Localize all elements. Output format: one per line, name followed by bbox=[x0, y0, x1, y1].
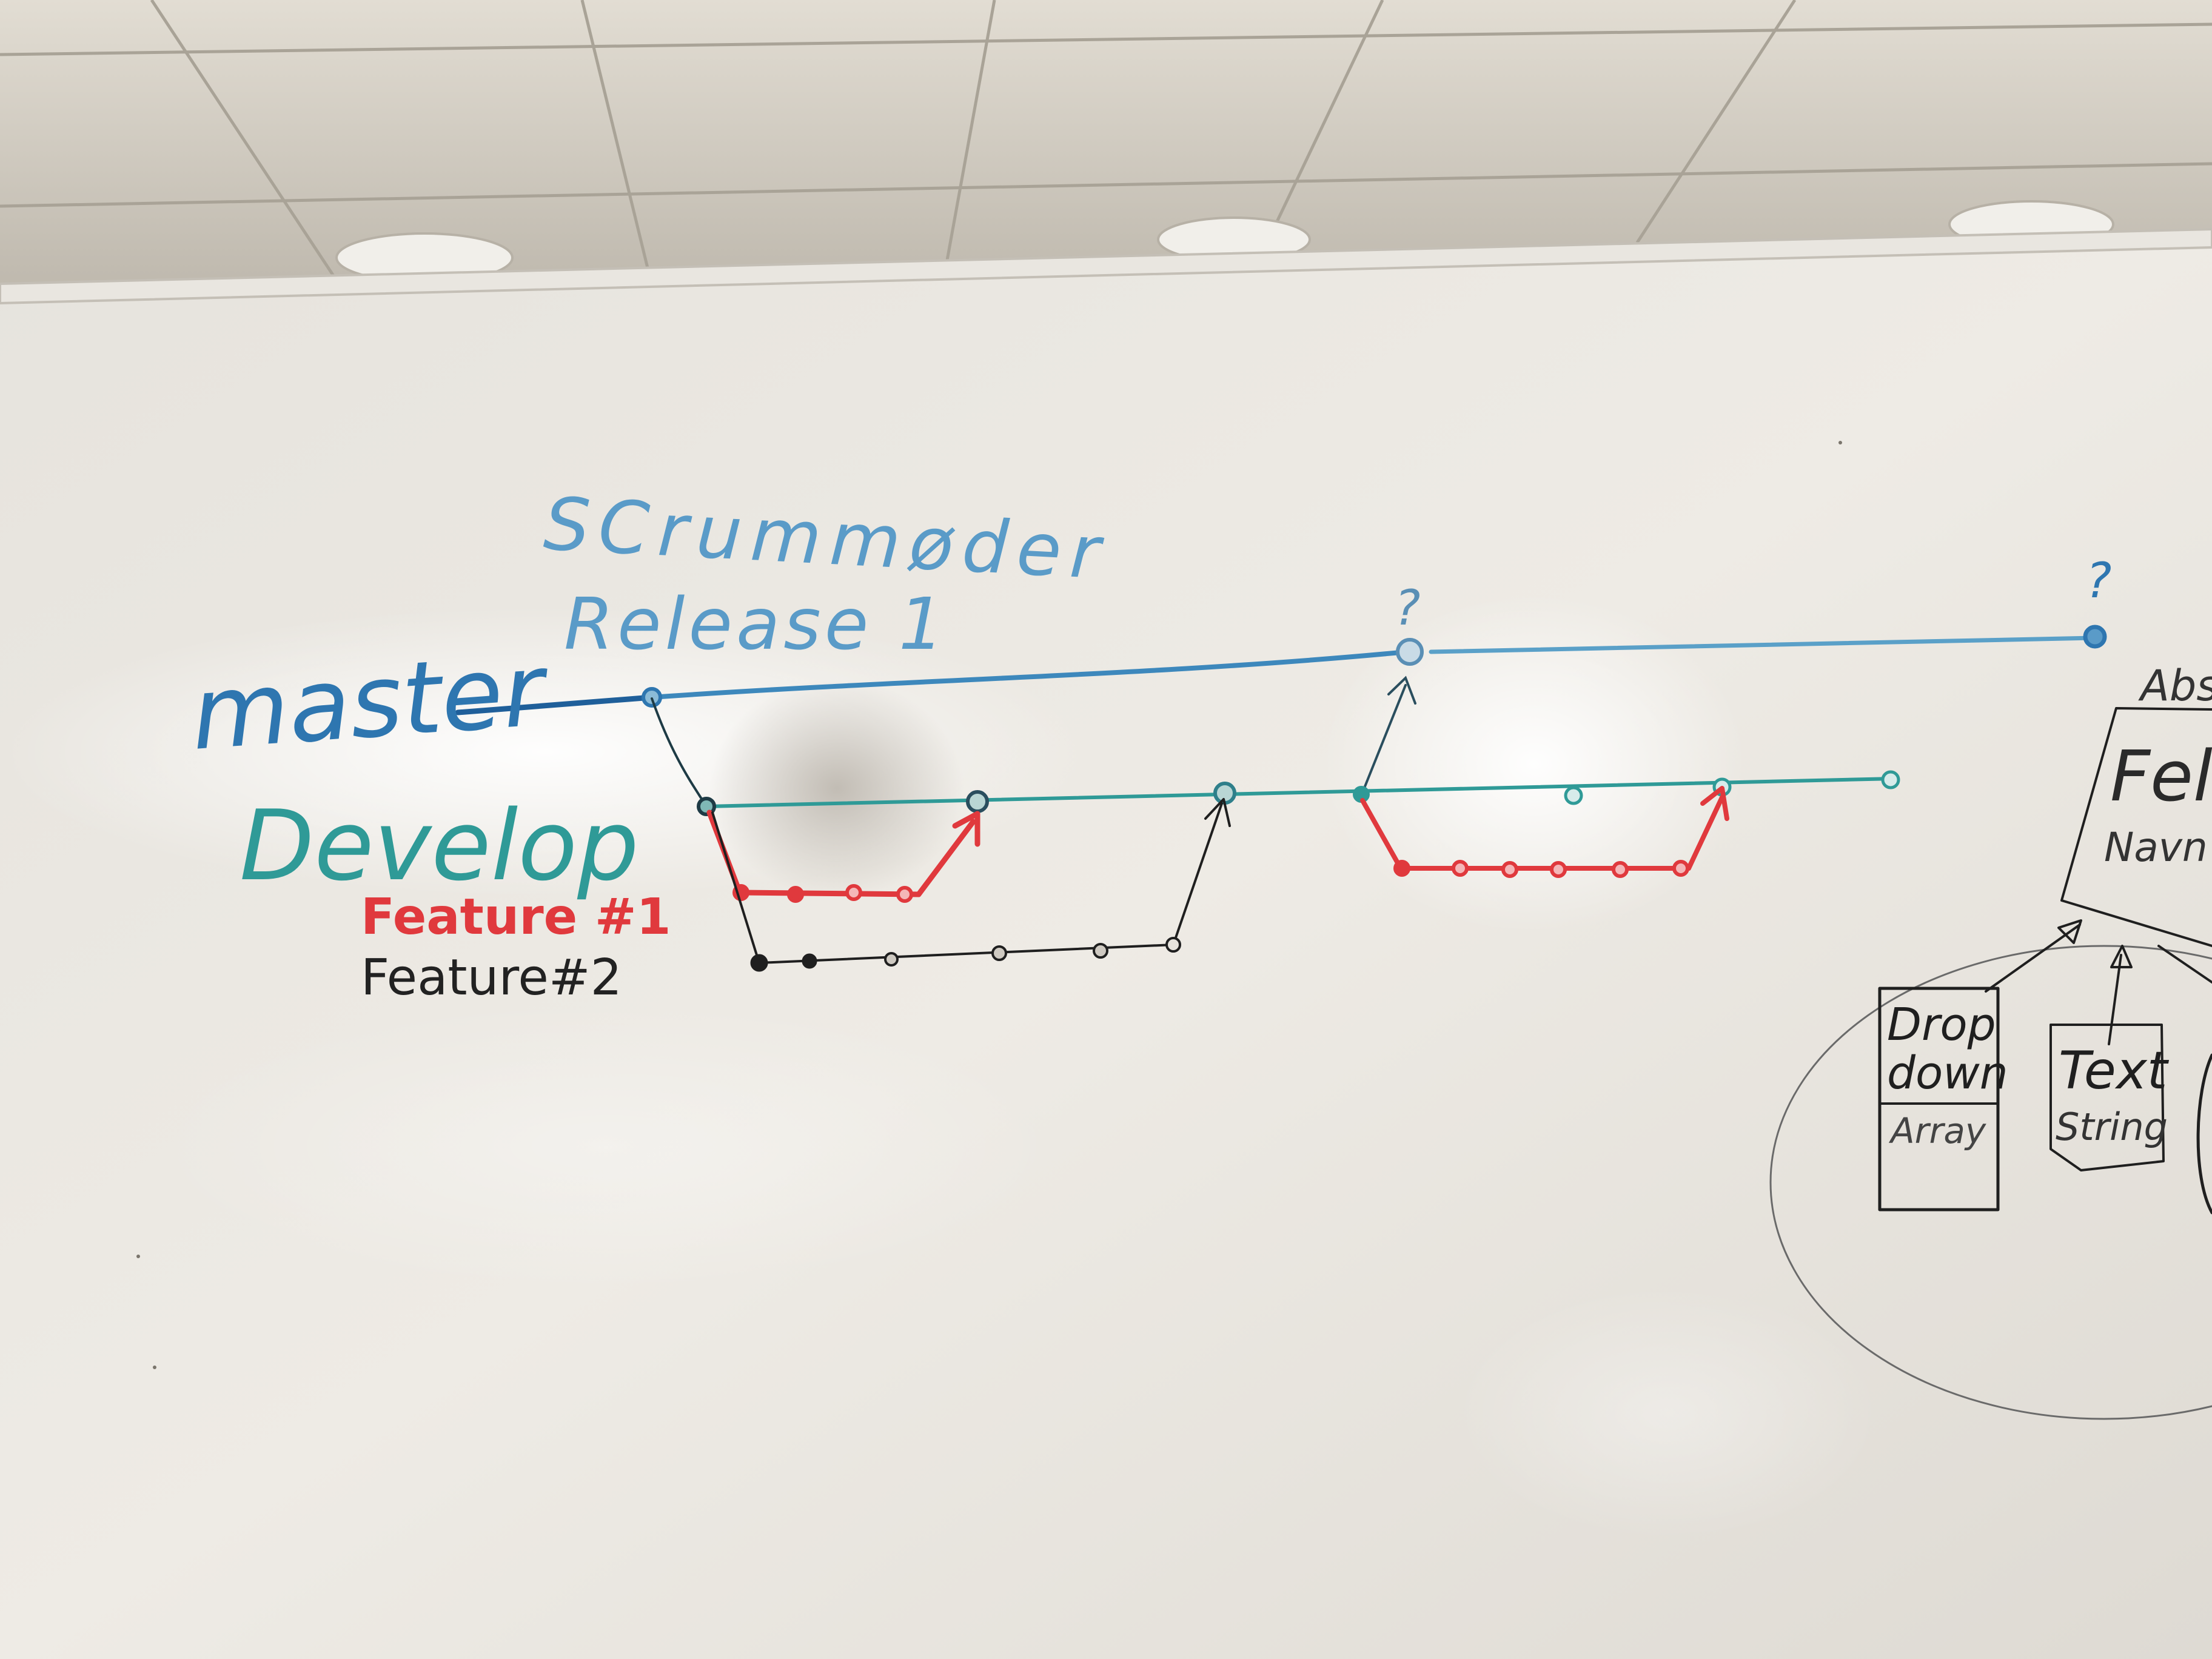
develop-commit-5 bbox=[1564, 786, 1583, 805]
board-specks bbox=[136, 441, 1842, 1369]
feature2-commit-5 bbox=[1093, 943, 1108, 959]
feature1-branch bbox=[706, 786, 1729, 903]
question-mark-1: ? bbox=[1395, 580, 1420, 636]
feature2-commit-6 bbox=[1165, 937, 1181, 953]
string-label: String bbox=[2056, 1105, 2168, 1149]
felt-label: Felt bbox=[2110, 736, 2212, 817]
text-label: Text bbox=[2059, 1041, 2170, 1101]
develop-label: Develop bbox=[240, 789, 639, 902]
feature2-commit-4 bbox=[991, 945, 1007, 961]
dropdown-class-box bbox=[1878, 987, 2000, 1212]
grouping-ellipse bbox=[1769, 945, 2212, 1420]
dropdown-label-line1: Drop bbox=[1887, 999, 1996, 1051]
release-label: Release 1 bbox=[564, 582, 948, 666]
feature1b-commit-3 bbox=[1501, 861, 1518, 878]
master-branch bbox=[455, 625, 2107, 716]
abs-label: Abs bbox=[2138, 661, 2212, 711]
feature1b-commit-1 bbox=[1393, 860, 1410, 877]
feature2-label: Feature#2 bbox=[361, 949, 622, 1007]
feature1b-commit-2 bbox=[1452, 860, 1469, 877]
whiteboard bbox=[0, 227, 2212, 1659]
feature1-commit-2 bbox=[787, 886, 804, 903]
master-label: master bbox=[187, 631, 553, 773]
feature2-commit-3 bbox=[884, 952, 899, 967]
master-commit-2 bbox=[1396, 638, 1424, 666]
ceiling bbox=[0, 0, 2212, 286]
feature1-commit-3 bbox=[845, 884, 862, 901]
navn-label: Navn bbox=[2104, 824, 2208, 871]
develop-commit-7 bbox=[1881, 770, 1900, 789]
develop-commit-2 bbox=[966, 790, 989, 813]
question-mark-2: ? bbox=[2086, 552, 2111, 609]
feature1b-commit-4 bbox=[1550, 861, 1567, 878]
dropdown-label-line2: down bbox=[1887, 1047, 2008, 1099]
feature2-commit-1 bbox=[750, 954, 768, 972]
feature2-branch bbox=[711, 798, 1231, 972]
feature1-commit-4 bbox=[896, 886, 913, 903]
feature1b-commit-6 bbox=[1672, 860, 1689, 877]
text-class-box bbox=[2049, 1024, 2165, 1171]
class-diagram: Abs Felt Navn Drop down Array Text Strin… bbox=[1769, 661, 2212, 1420]
feature1b-commit-5 bbox=[1612, 861, 1629, 878]
feature1-label: Feature #1 bbox=[361, 888, 671, 946]
feature2-commit-2 bbox=[802, 953, 817, 969]
photographer-shadow bbox=[709, 679, 964, 897]
master-commit-3 bbox=[2083, 625, 2107, 649]
array-label: Array bbox=[1888, 1110, 1986, 1151]
